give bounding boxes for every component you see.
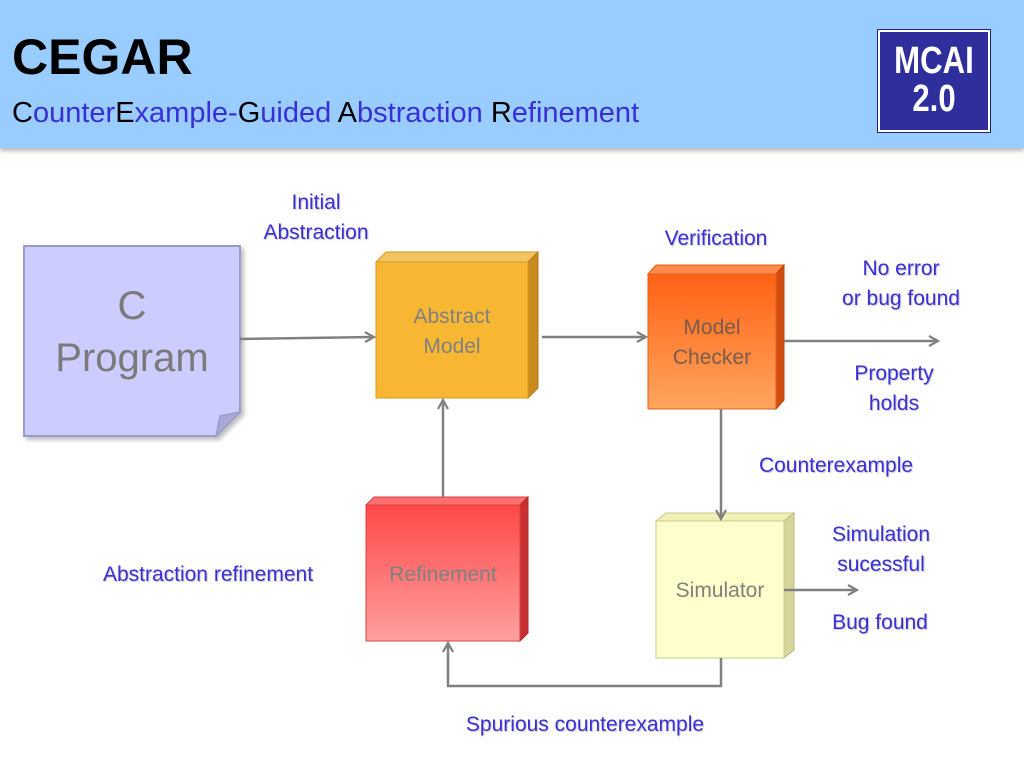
property-holds-line-1: Property (854, 362, 934, 385)
arrow-simulator-to-refinement (448, 643, 723, 688)
model-checker-line-2: Checker (672, 346, 752, 369)
property-holds-line-2: holds (868, 392, 920, 415)
arrow-program-to-model (239, 337, 374, 339)
subtitle-initial: E (115, 97, 135, 129)
abstract-model-line-2: Model (423, 335, 481, 358)
no-error-line-2: or bug found (842, 287, 960, 310)
refinement-node (364, 495, 530, 643)
model-checker-node (646, 263, 786, 411)
simulator-text: Simulator (675, 579, 765, 602)
subtitle-initial: C (12, 97, 33, 129)
header-bar: CEGAR CounterExample-Guided Abstraction … (0, 0, 1024, 148)
subtitle-initial: G (237, 97, 261, 129)
initial-abstraction-line-2: Abstraction (263, 221, 369, 244)
refinement-text: Refinement (389, 563, 497, 586)
subtitle-rest: bstraction (357, 97, 491, 129)
abstraction-refinement-label: Abstraction refinement (102, 563, 314, 586)
logo-line-1: MCAI (894, 40, 974, 82)
counterexample-label: Counterexample (758, 454, 914, 477)
simulation-successful-line-1: Simulation (831, 523, 931, 546)
model-checker-line-1: Model (683, 316, 741, 339)
page-title: CEGAR (12, 29, 193, 85)
subtitle-initial: R (490, 97, 512, 129)
bug-found-label: Bug found (832, 611, 928, 634)
logo-line-2: 2.0 (912, 78, 956, 120)
model-checker-text: Model Checker (648, 313, 776, 373)
subtitle-initial: A (337, 97, 358, 129)
subtitle-rest: xample- (134, 97, 238, 129)
subtitle-rest: ounter (32, 97, 116, 129)
no-error-line-1: No error (862, 257, 940, 280)
abstract-model-line-1: Abstract (413, 305, 491, 328)
abstract-model-node (374, 250, 540, 400)
initial-abstraction-line-1: Initial (291, 191, 341, 214)
no-error-label: No error or bug found (816, 254, 986, 314)
c-program-node (23, 245, 243, 439)
mcai-logo: MCAI 2.0 (877, 29, 991, 133)
subtitle-rest: uided (260, 97, 338, 129)
abstract-model-text: Abstract Model (376, 302, 528, 362)
initial-abstraction-label: Initial Abstraction (236, 188, 396, 248)
verification-label: Verification (664, 227, 768, 250)
c-program-line-1: C (117, 284, 147, 328)
simulation-successful-line-2: sucessful (837, 553, 925, 576)
page-subtitle: CounterExample-Guided Abstraction Refine… (12, 99, 639, 128)
subtitle-rest: efinement (511, 97, 640, 129)
spurious-counterexample-label: Spurious counterexample (465, 713, 705, 736)
property-holds-label: Property holds (824, 359, 964, 419)
simulation-successful-label: Simulation sucessful (806, 520, 956, 580)
c-program-text: C Program (24, 280, 240, 384)
simulator-node (654, 511, 796, 660)
c-program-line-2: Program (55, 336, 209, 380)
